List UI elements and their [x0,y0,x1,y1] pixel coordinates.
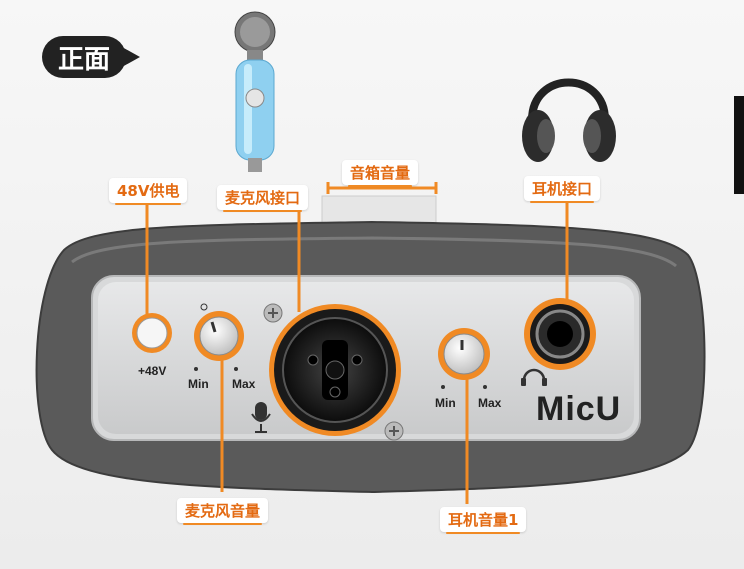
callout-speaker-volume: 音箱音量 [342,160,419,187]
callout-phantom-power: 48V供电 [109,178,188,205]
mic-max-label: Max [232,377,256,391]
badge-arrow [122,47,140,67]
callout-mic-input: 麦克风接口 [217,185,309,212]
headphones-icon [522,78,616,162]
hp-min-label: Min [435,396,456,410]
front-view-badge: 正面 [42,36,126,78]
badge-label: 正面 [57,44,110,75]
headphone-small-icon [521,368,547,386]
brand-logo: MicU [536,390,622,428]
callout-mic-volume: 麦克风音量 [177,498,269,525]
power-label: +48V [138,364,167,378]
microphone-icon [234,11,276,172]
callout-headphone-volume: 耳机音量1 [440,507,527,534]
mic-min-label: Min [188,377,209,391]
mic-small-icon [251,402,271,433]
callout-headphone-jack: 耳机接口 [524,176,601,203]
side-tab[interactable] [734,96,744,194]
headphone-volume-knob [443,333,485,375]
mic-volume-knob [199,316,239,356]
hp-max-label: Max [478,396,502,410]
